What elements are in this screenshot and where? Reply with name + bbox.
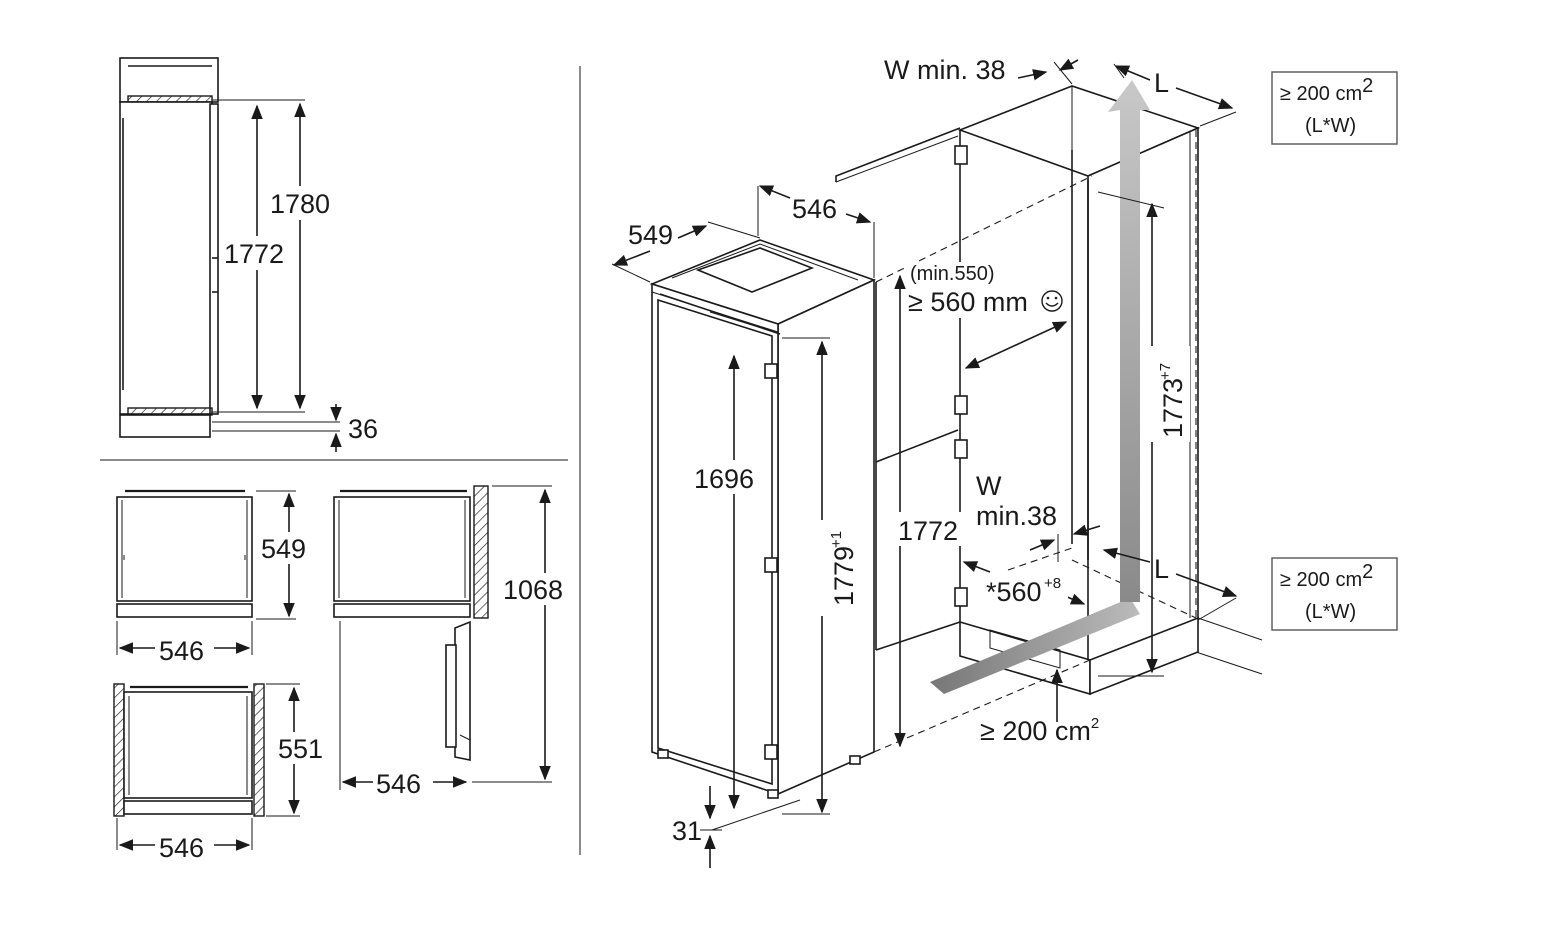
side-view-plinth xyxy=(119,414,211,438)
label-549-plan: 549 xyxy=(261,534,306,564)
label-1773: 1773 xyxy=(1158,378,1188,438)
side-view-lower-panel xyxy=(127,407,213,416)
label-546-3d: 546 xyxy=(792,194,837,224)
airflow-vertical xyxy=(1108,80,1150,602)
dim-line-560-mm xyxy=(964,321,1068,369)
label-1773-tol: +7 xyxy=(1157,363,1174,380)
label-36: 36 xyxy=(348,414,378,444)
svg-text:≥ 200 cm2: ≥ 200 cm2 xyxy=(1280,75,1373,105)
label-546-plan-a: 546 xyxy=(159,636,204,666)
label-1068: 1068 xyxy=(503,575,563,605)
label-l-top: L xyxy=(1154,68,1169,98)
niche-3d: W min. 38 L (min.550) ≥ 560 mm 1772 W mi… xyxy=(835,55,1263,753)
vent-box-top-line1: ≥ 200 cm xyxy=(1280,83,1362,105)
label-1696: 1696 xyxy=(694,464,754,494)
vent-box-bottom: ≥ 200 cm2 (L*W) xyxy=(1271,557,1398,631)
vent-box-top: ≥ 200 cm2 (L*W) xyxy=(1271,71,1398,145)
label-31: 31 xyxy=(672,816,702,846)
label-546-plan-c: 546 xyxy=(159,833,204,863)
label-1772-side: 1772 xyxy=(224,239,284,269)
label-560-tol: +8 xyxy=(1044,575,1061,592)
airflow-inlet xyxy=(930,598,1140,694)
label-vent-bottom: ≥ 200 cm2 xyxy=(980,715,1099,746)
label-min-550: (min.550) xyxy=(910,263,994,285)
plan-view-open: 1068 546 xyxy=(333,485,572,799)
label-w: W xyxy=(976,471,1002,501)
side-view-door xyxy=(209,103,219,415)
side-view-appliance-body xyxy=(119,101,213,415)
label-min-38: min.38 xyxy=(976,501,1057,531)
plan-view-closed: 549 546 xyxy=(116,489,314,666)
label-560-star: *560 xyxy=(986,577,1042,607)
vent-box-top-line2: (L*W) xyxy=(1305,115,1356,137)
label-1779-tol: +1 xyxy=(828,531,845,548)
vent-box-bottom-line2: (L*W) xyxy=(1305,601,1356,623)
smiley-icon xyxy=(1041,290,1063,312)
label-549-3d: 549 xyxy=(628,220,673,250)
label-w-min-38-top: W min. 38 xyxy=(884,55,1006,85)
label-1772-niche: 1772 xyxy=(898,516,958,546)
side-view: 1780 1772 36 xyxy=(119,57,378,452)
appliance-3d: 549 546 1696 1779 +1 31 xyxy=(611,185,877,868)
label-1779: 1779 xyxy=(829,546,859,606)
label-l-bottom: L xyxy=(1154,554,1169,584)
label-546-plan-b: 546 xyxy=(376,769,421,799)
plan-view-cabinet: 551 546 xyxy=(113,683,329,863)
label-560-mm: ≥ 560 mm xyxy=(908,287,1028,317)
svg-text:≥ 200 cm2: ≥ 200 cm2 xyxy=(1280,561,1373,591)
label-551: 551 xyxy=(278,734,323,764)
vent-box-bottom-line1: ≥ 200 cm xyxy=(1280,569,1362,591)
label-1780: 1780 xyxy=(270,189,330,219)
